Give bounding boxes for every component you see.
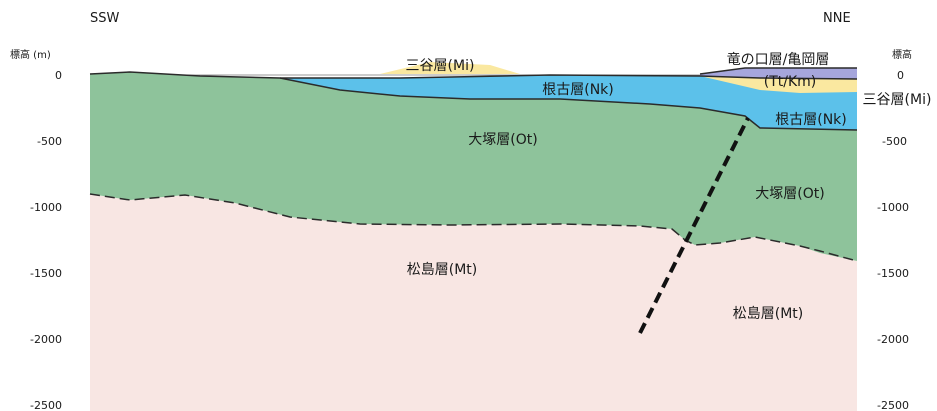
label-mitani-right: 三谷層(Mi): [863, 92, 932, 108]
right-axis-title: 標高: [892, 48, 912, 61]
right-tick-2000: -2000: [877, 333, 909, 346]
label-mitani-top: 三谷層(Mi): [406, 58, 475, 74]
fault-line: [638, 117, 750, 334]
label-tt-km: (Tt/Km): [764, 74, 817, 90]
right-tick-1500: -1500: [877, 267, 909, 280]
matsushima-formation: [90, 194, 857, 411]
left-axis-title: 標高 (m): [10, 48, 51, 61]
left-tick-0: 0: [55, 69, 62, 82]
right-axis-ticks: 0 -500 -1000 -1500 -2000 -2500: [877, 69, 909, 411]
left-tick-1500: -1500: [30, 267, 62, 280]
left-tick-2000: -2000: [30, 333, 62, 346]
direction-nne: NNE: [823, 11, 851, 26]
left-tick-1000: -1000: [30, 201, 62, 214]
left-axis-ticks: 0 -500 -1000 -1500 -2000 -2500: [30, 69, 62, 411]
label-matsushima-left: 松島層(Mt): [407, 262, 478, 278]
formation-boundaries: [89, 67, 858, 262]
nekko-formation: [200, 75, 857, 130]
left-tick-500: -500: [37, 135, 62, 148]
mitani-formation-lens: [380, 62, 520, 74]
right-tick-2500: -2500: [877, 399, 909, 411]
left-tick-2500: -2500: [30, 399, 62, 411]
right-tick-0: 0: [897, 69, 904, 82]
otsuka-formation: [90, 72, 857, 261]
tatsunokuchi-kameoka-formation: [700, 68, 857, 79]
label-otsuka-right: 大塚層(Ot): [755, 186, 824, 202]
label-nekko-right: 根古層(Nk): [775, 112, 847, 128]
direction-ssw: SSW: [90, 11, 120, 26]
label-otsuka-left: 大塚層(Ot): [468, 132, 537, 148]
label-nekko-left: 根古層(Nk): [542, 82, 614, 98]
right-tick-1000: -1000: [877, 201, 909, 214]
mitani-formation-right: [700, 76, 857, 93]
right-tick-500: -500: [882, 135, 907, 148]
label-tatsunokuchi: 竜の口層/亀岡層: [727, 51, 830, 68]
label-matsushima-right: 松島層(Mt): [733, 306, 804, 322]
